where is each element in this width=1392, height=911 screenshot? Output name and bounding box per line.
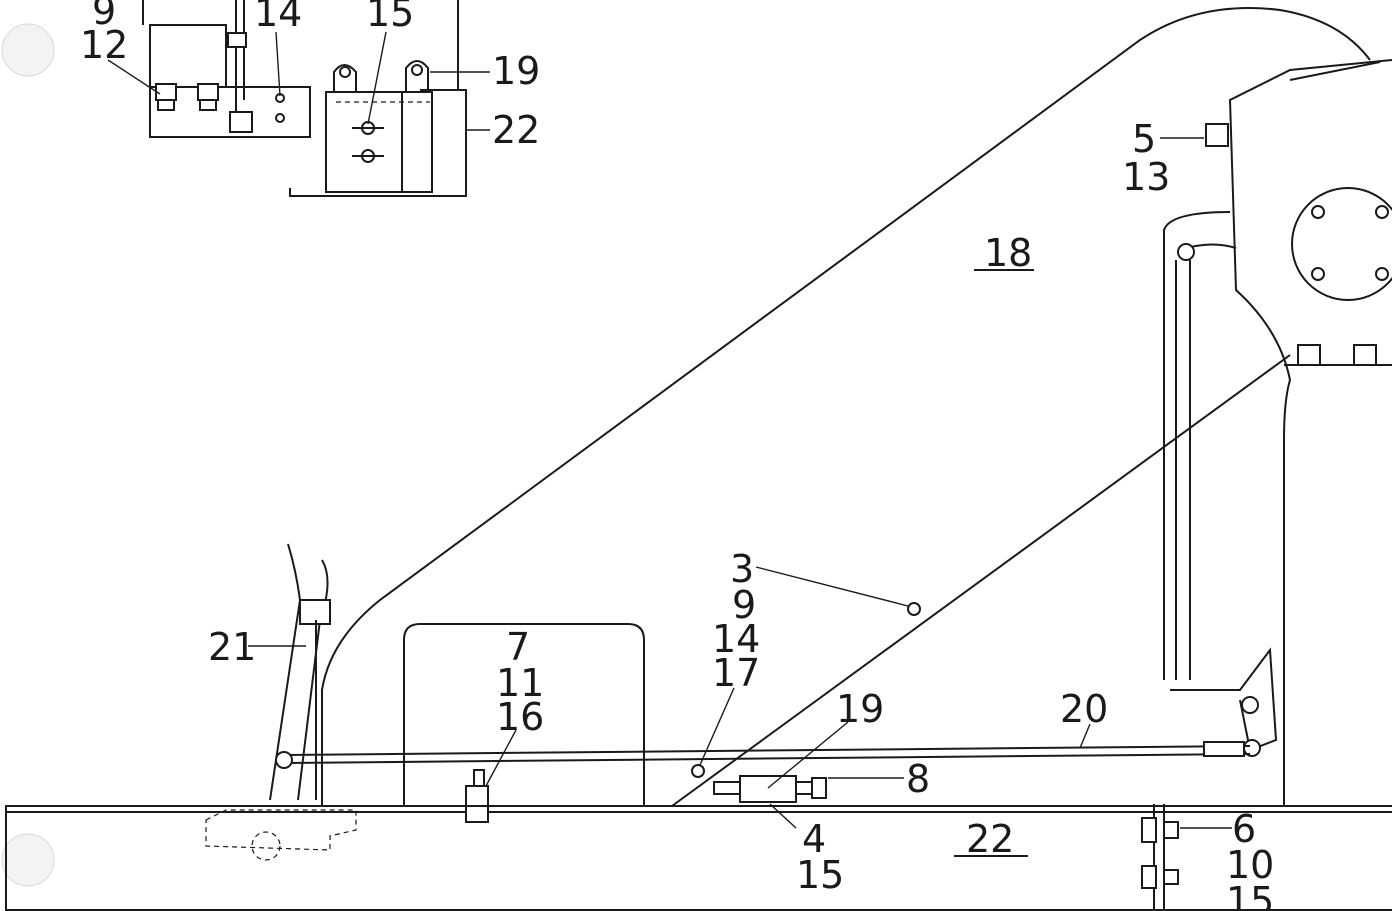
gearbox-flange bbox=[1291, 187, 1392, 301]
callout-19-inset: 19 bbox=[492, 49, 540, 93]
callout-14-inset: 14 bbox=[254, 0, 302, 35]
callout-17: 17 bbox=[712, 651, 760, 695]
callout-13: 13 bbox=[1122, 155, 1170, 199]
callout-10: 10 bbox=[1226, 843, 1274, 887]
callout-15: 15 bbox=[796, 853, 844, 897]
gearbox-housing bbox=[1228, 59, 1392, 806]
callout-7: 7 bbox=[506, 625, 530, 669]
lever-phantom-outline bbox=[205, 809, 357, 851]
side-plate bbox=[321, 7, 1371, 806]
callout-22: 22 bbox=[966, 817, 1014, 861]
callout-20: 20 bbox=[1060, 687, 1108, 731]
callout-4: 4 bbox=[802, 817, 826, 861]
motor-mount bbox=[403, 623, 645, 806]
callout-22-inset: 22 bbox=[492, 108, 540, 152]
base-beam bbox=[5, 805, 1392, 911]
main-frame bbox=[5, 7, 1392, 911]
callout-12-inset: 12 bbox=[80, 23, 128, 67]
callout-21: 21 bbox=[208, 625, 256, 669]
callout-8: 8 bbox=[906, 757, 930, 801]
punch-hole-top bbox=[1, 23, 55, 77]
hand-lever bbox=[269, 543, 331, 801]
callout-18: 18 bbox=[984, 231, 1032, 275]
callout-5: 5 bbox=[1132, 117, 1156, 161]
callout-9-inset: 9 bbox=[92, 0, 116, 33]
callout-3: 3 bbox=[730, 547, 754, 591]
callout-9: 9 bbox=[732, 583, 756, 627]
callout-6: 6 bbox=[1232, 807, 1256, 851]
control-rod bbox=[285, 745, 1251, 756]
callout-19: 19 bbox=[836, 687, 884, 731]
callout-15-inset: 15 bbox=[366, 0, 414, 35]
callout-11: 11 bbox=[496, 661, 544, 705]
inset-detail-view bbox=[107, 0, 490, 197]
callout-16: 16 bbox=[496, 695, 544, 739]
callout-15-lower: 15 bbox=[1226, 879, 1274, 911]
callout-14: 14 bbox=[712, 617, 760, 661]
punch-hole-bottom bbox=[1, 833, 55, 887]
